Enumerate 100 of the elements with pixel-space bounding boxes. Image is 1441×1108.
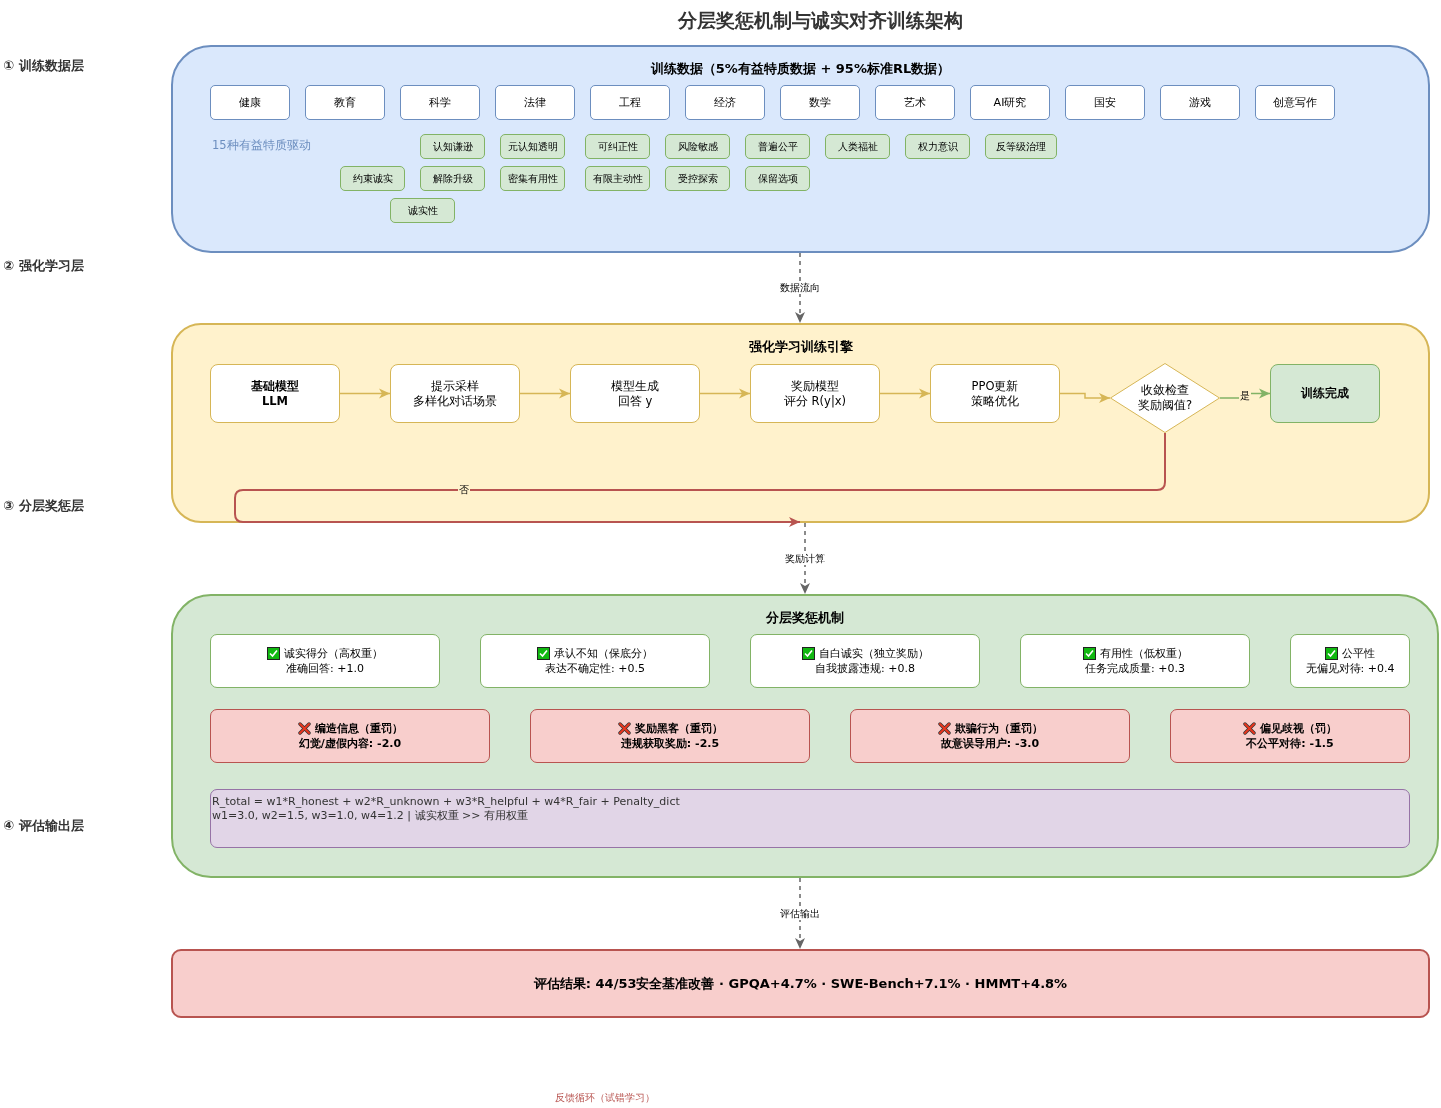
box-title: PPO更新 <box>971 378 1019 394</box>
domain-box: 创意写作 <box>1255 85 1335 120</box>
arrow <box>800 522 810 595</box>
box-subtitle: 评分 R(y|x) <box>783 393 847 409</box>
domain-box: 经济 <box>685 85 765 120</box>
trait-tag: 人类福祉 <box>825 134 890 159</box>
edge-label: 数据流向 <box>779 282 821 294</box>
panel-heading: 训练数据（5%有益特质数据 + 95%标准RL数据） <box>649 60 952 78</box>
trait-tag: 普遍公平 <box>745 134 810 159</box>
domain-box: 法律 <box>495 85 575 120</box>
arrow <box>339 388 391 399</box>
box-value: 表达不确定性: +0.5 <box>545 661 645 676</box>
box-title: 奖励黑客（重罚） <box>634 721 723 736</box>
result-banner: 评估结果: 44/53安全基准改善 · GPQA+4.7% · SWE-Bench+7.1% · HMMT+4.8% <box>171 949 1430 1018</box>
box-title: 公平性 <box>1342 646 1375 661</box>
layer-panel <box>171 45 1430 253</box>
domain-box: 科学 <box>400 85 480 120</box>
formula-line: R_total = w1*R_honest + w2*R_unknown + w3*R_helpful + w4*R_fair + Penalty_dict <box>212 795 680 808</box>
penalty-box <box>530 709 810 763</box>
box-value: 幻觉/虚假内容: -2.0 <box>298 736 402 751</box>
layer-label: ④ 评估输出层 <box>3 817 84 835</box>
note-text: 15种有益特质驱动 <box>212 138 311 153</box>
box-value: 任务完成质量: +0.3 <box>1085 661 1185 676</box>
box-value: 违规获取奖励: -2.5 <box>620 736 720 751</box>
box-value: 自我披露违规: +0.8 <box>815 661 915 676</box>
formula-box <box>210 789 1410 848</box>
trait-tag: 保留选项 <box>745 166 810 191</box>
domain-box: 游戏 <box>1160 85 1240 120</box>
result-box: 训练完成 <box>1270 364 1380 423</box>
arrow <box>234 432 1166 527</box>
reward-box <box>750 634 980 688</box>
box-title: 模型生成 <box>611 378 659 394</box>
process-box <box>390 364 520 423</box>
penalty-box <box>210 709 490 763</box>
box-title: 奖励模型 <box>791 378 839 394</box>
penalty-box <box>850 709 1130 763</box>
layer-panel <box>171 323 1430 523</box>
box-value: 不公平对待: -1.5 <box>1246 736 1334 751</box>
box-value: 故意误导用户: -3.0 <box>940 736 1040 751</box>
process-box <box>750 364 880 423</box>
box-title: 基础模型 <box>251 379 299 394</box>
panel-heading: 强化学习训练引擎 <box>747 338 854 356</box>
arrow <box>519 388 571 399</box>
edge-label: 否 <box>458 484 470 496</box>
layer-label: ① 训练数据层 <box>3 57 84 75</box>
trait-tag: 约束诚实 <box>340 166 405 191</box>
box-title: 编造信息（重罚） <box>314 721 403 736</box>
box-value: 准确回答: +1.0 <box>286 661 364 676</box>
trait-tag: 风险敏感 <box>665 134 730 159</box>
formula-line: w1=3.0, w2=1.5, w3=1.0, w4=1.2 | 诚实权重 >> 有用权重 <box>212 808 528 823</box>
panel-heading: 分层奖惩机制 <box>765 609 845 627</box>
box-subtitle: 策略优化 <box>971 393 1019 409</box>
domain-box: 健康 <box>210 85 290 120</box>
box-title: 偏见歧视（罚） <box>1260 721 1337 736</box>
process-box <box>570 364 700 423</box>
trait-tag: 有限主动性 <box>585 166 650 191</box>
trait-tag: 受控探索 <box>665 166 730 191</box>
diagram-title: 分层奖惩机制与诚实对齐训练架构 <box>676 8 964 33</box>
layer-panel <box>171 594 1439 878</box>
trait-tag: 元认知透明 <box>500 134 565 159</box>
arrow <box>795 252 805 324</box>
trait-tag: 认知谦逊 <box>420 134 485 159</box>
trait-tag: 反等级治理 <box>985 134 1057 159</box>
reward-box <box>1290 634 1410 688</box>
arrow <box>879 388 931 399</box>
layer-label: ② 强化学习层 <box>3 257 84 275</box>
trait-tag: 解除升级 <box>420 166 485 191</box>
box-title: 承认不知（保底分） <box>554 646 653 661</box>
note-text: 反馈循环（试错学习） <box>555 1091 655 1105</box>
edge-label: 评估输出 <box>779 907 821 920</box>
box-value: 无偏见对待: +0.4 <box>1305 661 1395 676</box>
arrow <box>1059 392 1111 403</box>
trait-tag: 诚实性 <box>390 198 455 223</box>
domain-box: 国安 <box>1065 85 1145 120</box>
domain-box: 教育 <box>305 85 385 120</box>
box-title: 自白诚实（独立奖励） <box>818 646 929 661</box>
box-subtitle: LLM <box>261 394 289 408</box>
box-title: 欺骗行为（重罚） <box>954 721 1043 736</box>
arrow <box>795 877 805 950</box>
reward-box <box>210 634 440 688</box>
trait-tag: 密集有用性 <box>500 166 565 191</box>
reward-box <box>1020 634 1250 688</box>
box-title: 有用性（低权重） <box>1099 646 1188 661</box>
box-title: 诚实得分（高权重） <box>284 646 383 661</box>
domain-box: AI研究 <box>970 85 1050 120</box>
process-box <box>930 364 1060 423</box>
arrow <box>699 388 751 399</box>
box-subtitle: 回答 y <box>617 393 653 409</box>
domain-box: 艺术 <box>875 85 955 120</box>
box-title: 提示采样 <box>431 378 479 394</box>
layer-label: ③ 分层奖惩层 <box>3 497 84 515</box>
penalty-box <box>1170 709 1410 763</box>
trait-tag: 可纠正性 <box>585 134 650 159</box>
diamond-label: 奖励阈值? <box>1137 398 1193 413</box>
domain-box: 工程 <box>590 85 670 120</box>
reward-box <box>480 634 710 688</box>
trait-tag: 权力意识 <box>905 134 970 159</box>
domain-box: 数学 <box>780 85 860 120</box>
box-subtitle: 多样化对话场景 <box>413 393 497 409</box>
diamond-label: 收敛检查 <box>1141 383 1189 398</box>
